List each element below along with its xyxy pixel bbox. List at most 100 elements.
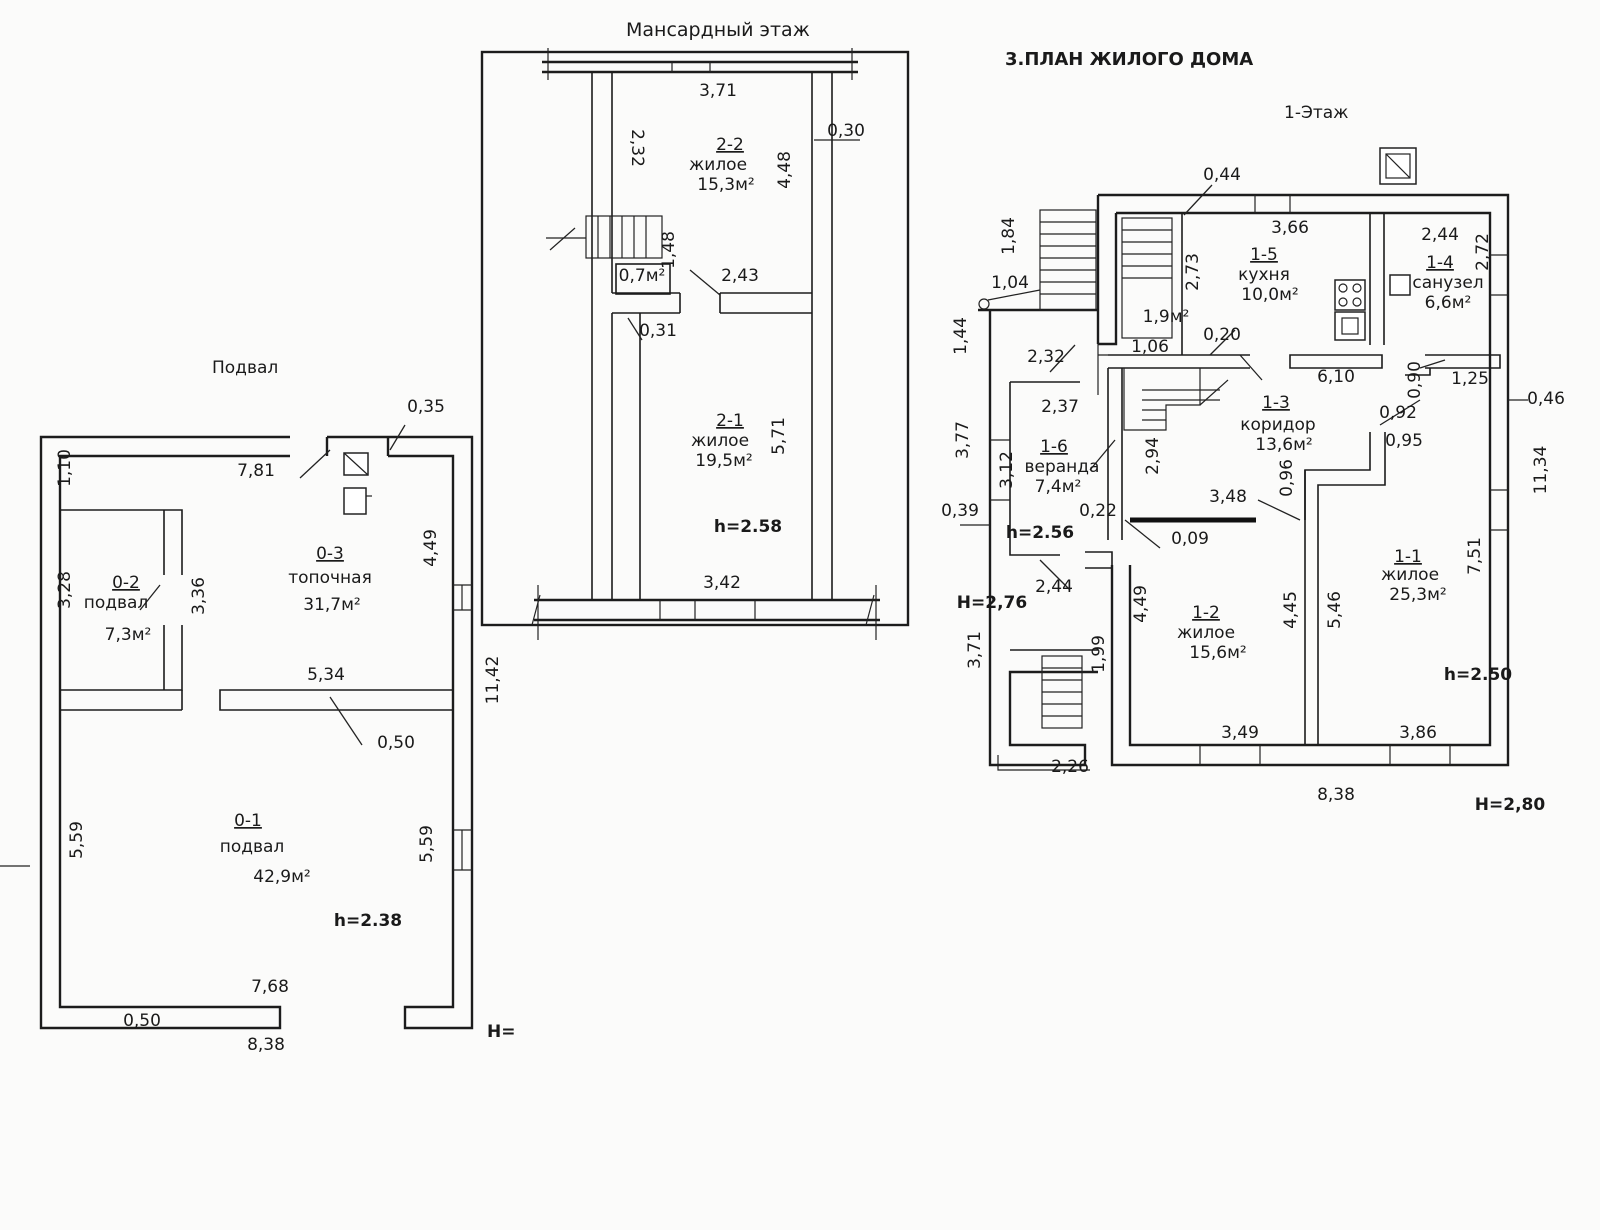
room-1-4-name: санузел — [1412, 273, 1483, 293]
dim-first-2-37: 2,37 — [1041, 397, 1079, 417]
dim-basement-0-50a: 0,50 — [377, 733, 415, 753]
room-2-2-id: 2-2 — [716, 135, 744, 155]
dim-attic-0-30: 0,30 — [827, 121, 865, 141]
room-1-5-name: кухня — [1238, 265, 1290, 285]
dim-attic-5-71: 5,71 — [769, 417, 789, 455]
room-2-2-area: 15,3м² — [697, 175, 755, 195]
room-1-1-id: 1-1 — [1394, 547, 1422, 567]
dim-first-2-72: 2,72 — [1473, 233, 1493, 271]
dim-first-0-20: 0,20 — [1203, 325, 1241, 345]
dim-basement-11-42: 11,42 — [483, 656, 503, 705]
basement-title: Подвал — [212, 358, 278, 378]
veranda-outer-height: Н=2,76 — [957, 593, 1027, 613]
room-1-3-area: 13,6м² — [1255, 435, 1313, 455]
room-1-2-area: 15,6м² — [1189, 643, 1247, 663]
dim-basement-0-35: 0,35 — [407, 397, 445, 417]
dim-attic-3-42: 3,42 — [703, 573, 741, 593]
basement-outer-height: Н= — [487, 1022, 515, 1042]
attic-staircase — [546, 215, 663, 259]
room-1-5-id: 1-5 — [1250, 245, 1278, 265]
dim-first-5-46: 5,46 — [1325, 591, 1345, 629]
house-plan-title: 3.ПЛАН ЖИЛОГО ДОМА — [1005, 49, 1253, 70]
room-1-7-area: 1,9м² — [1143, 307, 1190, 327]
dim-attic-4-48: 4,48 — [775, 151, 795, 189]
first-floor-outer-height: Н=2,80 — [1475, 795, 1546, 815]
dim-first-3-49: 3,49 — [1221, 723, 1259, 743]
dim-first-0-39: 0,39 — [941, 501, 979, 521]
dim-first-1-06: 1,06 — [1131, 337, 1169, 357]
dim-first-3-48: 3,48 — [1209, 487, 1247, 507]
room-1-1-area: 25,3м² — [1389, 585, 1447, 605]
room-2-2-name: жилое — [689, 155, 747, 175]
dim-attic-0-31: 0,31 — [639, 321, 677, 341]
dim-first-1-99: 1,99 — [1089, 635, 1109, 673]
attic-height: h=2.58 — [714, 517, 782, 537]
dim-first-11-34: 11,34 — [1531, 446, 1551, 495]
dim-basement-5-59b: 5,59 — [417, 825, 437, 863]
dim-first-0-46: 0,46 — [1527, 389, 1565, 409]
stove-icon — [1334, 279, 1366, 311]
dim-first-0-95: 0,95 — [1385, 431, 1423, 451]
entrance-stair-top — [978, 209, 1097, 311]
room-1-6-area: 7,4м² — [1035, 477, 1082, 497]
dim-first-1-84: 1,84 — [999, 217, 1019, 255]
dim-basement-8-38: 8,38 — [247, 1035, 285, 1055]
dim-basement-3-36: 3,36 — [189, 577, 209, 615]
veranda-height: h=2.56 — [1006, 523, 1074, 543]
room-1-5-area: 10,0м² — [1241, 285, 1299, 305]
dim-first-6-10: 6,10 — [1317, 367, 1355, 387]
toilet-icon — [1389, 274, 1411, 296]
room-1-3-name: коридор — [1240, 415, 1315, 435]
room-0-1-area: 42,9м² — [253, 867, 311, 887]
first-floor-plan: 1-1 жилое 25,3м² h=2.50 1-2 жилое 15,6м²… — [941, 147, 1565, 815]
dim-basement-1-10: 1,10 — [55, 449, 75, 487]
dim-first-2-32: 2,32 — [1027, 347, 1065, 367]
room-1-1-name: жилое — [1381, 565, 1439, 585]
dim-basement-5-34: 5,34 — [307, 665, 345, 685]
first-floor-title: 1-Этаж — [1284, 103, 1348, 123]
room-0-2-area: 7,3м² — [105, 625, 152, 645]
dim-first-7-51: 7,51 — [1465, 537, 1485, 575]
room-2-1-id: 2-1 — [716, 411, 744, 431]
room-0-3-area: 31,7м² — [303, 595, 361, 615]
dim-attic-0-7: 0,7м² — [619, 266, 666, 286]
dim-basement-7-68: 7,68 — [251, 977, 289, 997]
room-2-1-area: 19,5м² — [695, 451, 753, 471]
dim-first-2-44b: 2,44 — [1035, 577, 1073, 597]
dim-attic-1-48: 1,48 — [659, 231, 679, 269]
sink-icon — [1334, 311, 1366, 341]
basement-plan: 0-1 подвал 42,9м² h=2.38 Н= 0-2 подвал 7… — [39, 397, 515, 1055]
room-1-4-area: 6,6м² — [1425, 293, 1472, 313]
room-0-3-id: 0-3 — [316, 544, 344, 564]
dim-first-0-92: 0,92 — [1379, 403, 1417, 423]
dim-first-2-73: 2,73 — [1183, 253, 1203, 291]
dim-first-4-49: 4,49 — [1131, 585, 1151, 623]
tank-icon — [343, 487, 367, 515]
dim-first-3-66: 3,66 — [1271, 218, 1309, 238]
dim-first-1-25: 1,25 — [1451, 369, 1489, 389]
dim-basement-7-81: 7,81 — [237, 461, 275, 481]
room-0-1-id: 0-1 — [234, 811, 262, 831]
dim-first-1-04: 1,04 — [991, 273, 1029, 293]
dim-first-0-22: 0,22 — [1079, 501, 1117, 521]
attic-plan: 2-2 жилое 15,3м² 2-1 жилое 19,5м² h=2.58… — [480, 48, 910, 640]
first-floor-height: h=2.50 — [1444, 665, 1512, 685]
kitchen-stair — [1121, 217, 1173, 339]
entrance-stair-bottom — [1041, 655, 1083, 729]
dim-first-0-44: 0,44 — [1203, 165, 1241, 185]
dim-first-2-94: 2,94 — [1143, 437, 1163, 475]
room-0-2-name: подвал — [84, 593, 149, 613]
room-1-6-id: 1-6 — [1040, 437, 1068, 457]
dim-attic-3-71: 3,71 — [699, 81, 737, 101]
room-1-3-id: 1-3 — [1262, 393, 1290, 413]
dim-first-0-09: 0,09 — [1171, 529, 1209, 549]
corridor-staircase — [1123, 368, 1229, 431]
dim-first-0-90: 0,90 — [1405, 361, 1425, 399]
room-2-1-name: жилое — [691, 431, 749, 451]
dim-first-3-12: 3,12 — [997, 451, 1017, 489]
dim-first-8-38: 8,38 — [1317, 785, 1355, 805]
basement-height: h=2.38 — [334, 911, 402, 931]
dim-attic-2-32: 2,32 — [627, 129, 647, 167]
dim-basement-3-28: 3,28 — [55, 571, 75, 609]
